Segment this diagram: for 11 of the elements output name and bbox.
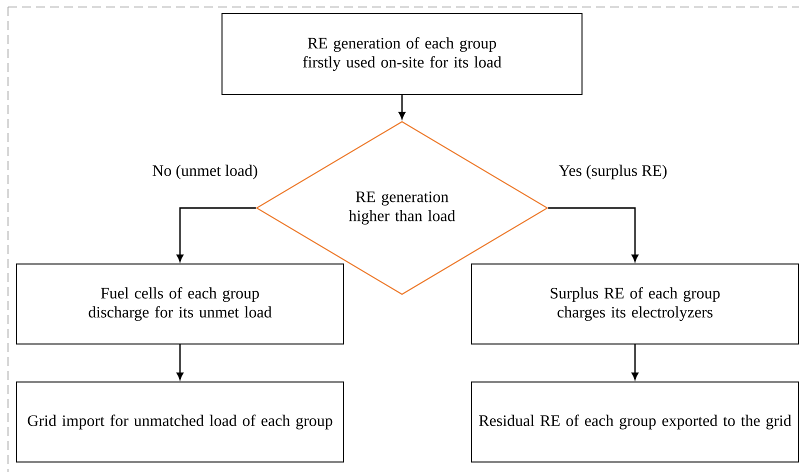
process-box: Residual RE of each group exported to the grid — [471, 382, 799, 462]
arrow — [398, 95, 406, 120]
process-box: Grid import for unmatched load of each group — [16, 382, 344, 462]
process-box: Surplus RE of each group charges its electrolyzers — [471, 264, 799, 344]
arrow — [632, 344, 638, 380]
arrow — [548, 207, 638, 262]
process-box: RE generation of each group firstly used on-site for its load — [222, 13, 582, 95]
arrow — [176, 207, 256, 262]
arrow — [176, 344, 184, 380]
process-box: Fuel cells of each group discharge for its unmet load — [16, 264, 344, 344]
edge-label: Yes (surplus RE) — [558, 164, 668, 180]
